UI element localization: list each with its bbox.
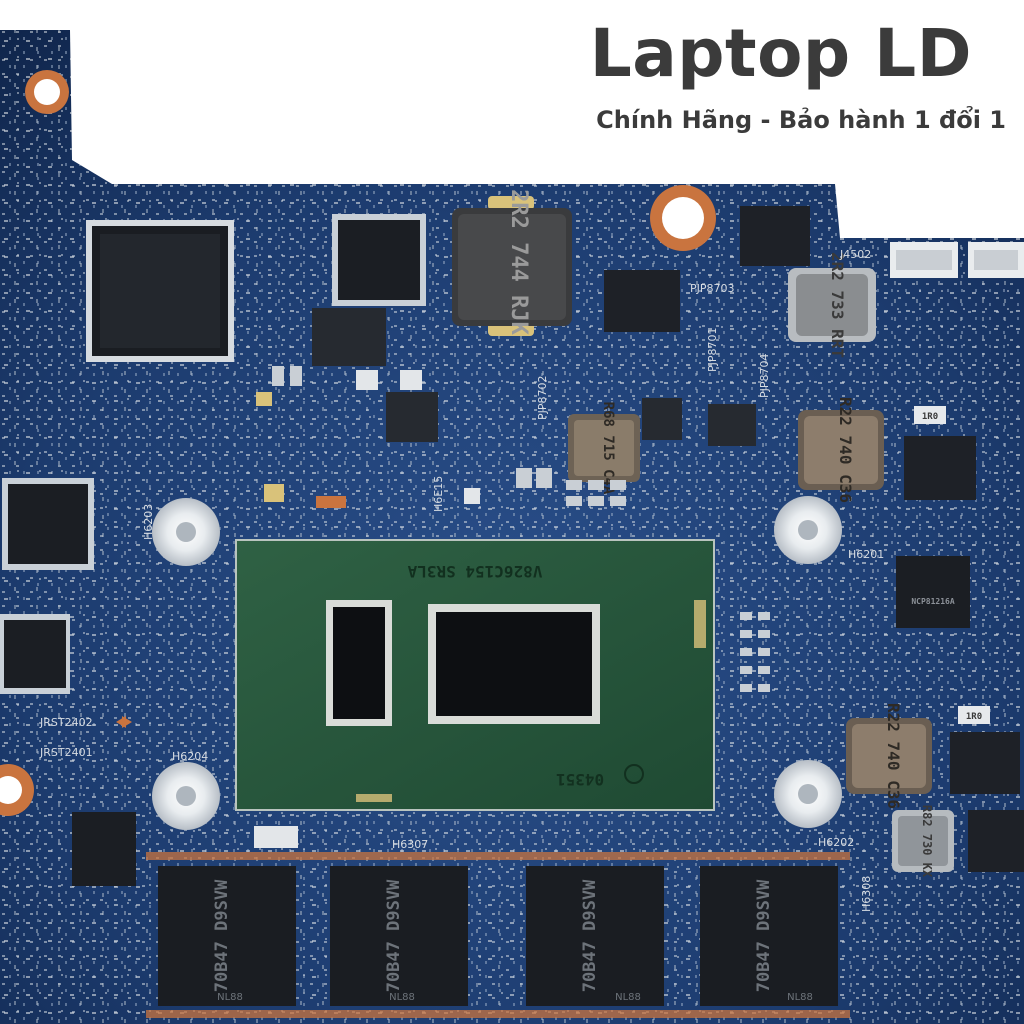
brand-title: Laptop LD [589,15,972,92]
memory-chip-4: 70B47 D9SVW NL88 [700,866,838,1006]
bga-chip-top-left [86,220,234,362]
label-h6201: H6201 [848,548,884,561]
inductor-3: R68 715 C4A [568,402,640,495]
label-j4502: J4502 [839,248,871,261]
memory-chip-3-marking: 70B47 D9SVW [580,879,600,992]
resistor-1: 1R0 [914,406,946,424]
memory-chip-4-lot: NL88 [787,992,813,1003]
label-jrst2402: JRST2402 [39,716,93,729]
memory-chip-1: 70B47 D9SVW NL88 [158,866,296,1006]
controller-ic-marking: NCP81216A [911,597,955,606]
inductor-3-marking: R68 715 C4A [600,402,616,495]
standoff-h6201 [774,496,842,564]
resistor-1-marking: 1R0 [922,412,938,422]
inductor-1: 2R2 744 RJK [452,189,572,336]
inductor-6-marking: R82 730 KX [920,805,934,878]
resistor-2-marking: 1R0 [966,712,982,722]
memory-chip-1-lot: NL88 [217,992,243,1003]
mounting-hole-top-left [25,70,69,114]
resistor-2: 1R0 [958,706,990,724]
label-h6203: H6203 [142,504,155,540]
label-jrst2401: JRST2401 [39,746,93,759]
label-h6204: H6204 [172,750,208,763]
inductor-5-marking: R22 740 C36 [884,703,903,809]
label-h6e15: H6E15 [432,476,445,512]
standoff-h6202 [774,760,842,828]
ic-left-lower [72,812,136,886]
inductor-4: R22 740 C36 [798,397,884,503]
memory-chip-2-lot: NL88 [389,992,415,1003]
inductor-1-marking: 2R2 744 RJK [506,189,531,335]
label-pjp8701: PJP8701 [706,327,719,372]
ic-top-center [332,214,426,306]
memory-chip-1-marking: 70B47 D9SVW [212,879,232,992]
inductor-5: R22 740 C36 [846,703,932,809]
inductor-2: 2R2 733 RRT [788,252,876,358]
label-h6202: H6202 [818,836,854,849]
cpu-lot: 04351 [556,770,604,789]
label-pjp8702: PJP8702 [536,375,549,420]
inductor-6: R82 730 KX [892,805,954,878]
standoff-h6204 [152,762,220,830]
mounting-hole-left-edge [0,764,34,816]
ic-left [2,478,94,570]
cpu-die-small [333,607,385,719]
memory-chip-3: 70B47 D9SVW NL88 [526,866,664,1006]
mosfet-group [312,206,1024,872]
memory-chip-3-lot: NL88 [615,992,641,1003]
label-pjp8704: PJP8704 [758,353,771,398]
memory-chip-2-marking: 70B47 D9SVW [384,879,404,992]
cpu-die-large [436,612,592,716]
controller-ic: NCP81216A [896,556,970,628]
standoff-h6203 [152,498,220,566]
memory-chip-2: 70B47 D9SVW NL88 [330,866,468,1006]
cpu-package: V826C154 SR3LA 04351 [235,539,715,811]
cpu-marking: V826C154 SR3LA [407,562,542,581]
brand-subtitle: Chính Hãng - Bảo hành 1 đổi 1 [596,106,1006,134]
connector-j4502 [890,242,1024,278]
inductor-2-marking: 2R2 733 RRT [828,252,847,358]
memory-chip-4-marking: 70B47 D9SVW [754,879,774,992]
label-pjp8703: PJP8703 [690,282,735,295]
label-h6308: H6308 [860,876,873,912]
capacitor-group [254,366,770,848]
inductor-4-marking: R22 740 C36 [836,397,855,503]
label-h6307: H6307 [392,838,428,851]
mounting-hole-top-center [650,185,716,251]
